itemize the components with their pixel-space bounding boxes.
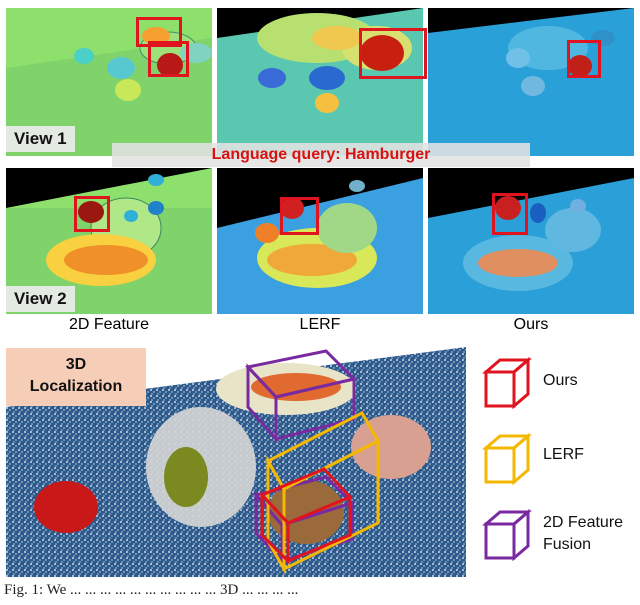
localization-label-box: 3D Localization <box>6 348 146 406</box>
legend-label-2d-fusion-line1: 2D Feature <box>543 514 624 531</box>
localization-label-line2: Localization <box>29 378 123 395</box>
legend-cube-ours-icon <box>482 356 532 410</box>
panel-lerf-view1 <box>217 8 423 156</box>
legend-label-2d-fusion: 2D Feature Fusion <box>543 512 623 556</box>
box-2d-feature-view1-b <box>148 41 189 77</box>
box-2d-feature-view1-a <box>136 17 182 47</box>
red-cube-ours <box>259 467 353 565</box>
column-label-lerf: LERF <box>299 316 341 333</box>
localization-boxes <box>245 349 381 575</box>
panel-ours-view1 <box>428 8 634 156</box>
panel-2d-feature-view1 <box>6 8 212 156</box>
legend-label-lerf: LERF <box>543 446 584 463</box>
legend-label-2d-fusion-line2: Fusion <box>543 536 592 553</box>
box-ours-view1 <box>567 40 601 78</box>
box-ours-view2 <box>492 193 528 235</box>
view2-label: View 2 <box>6 286 75 312</box>
legend-cube-2d-fusion-icon <box>482 508 532 562</box>
figure-caption: Fig. 1: We ... ... ... ... ... ... ... .… <box>4 582 299 598</box>
box-lerf-view1 <box>359 28 427 79</box>
column-label-2d-feature: 2D Feature <box>68 316 150 333</box>
box-lerf-view2 <box>280 197 319 235</box>
box-2d-feature-view2 <box>74 196 110 232</box>
localization-label-line1: 3D <box>65 356 87 373</box>
view1-label: View 1 <box>6 126 75 152</box>
column-label-ours: Ours <box>513 316 549 333</box>
purple-cube-hamburger <box>245 349 357 565</box>
language-query-banner: Language query: Hamburger <box>112 143 530 167</box>
legend-cube-lerf-icon <box>482 432 532 486</box>
panel-lerf-view2 <box>217 168 423 314</box>
panel-ours-view2 <box>428 168 634 314</box>
legend-label-ours: Ours <box>543 372 578 389</box>
yellow-cube-lerf <box>265 411 381 575</box>
